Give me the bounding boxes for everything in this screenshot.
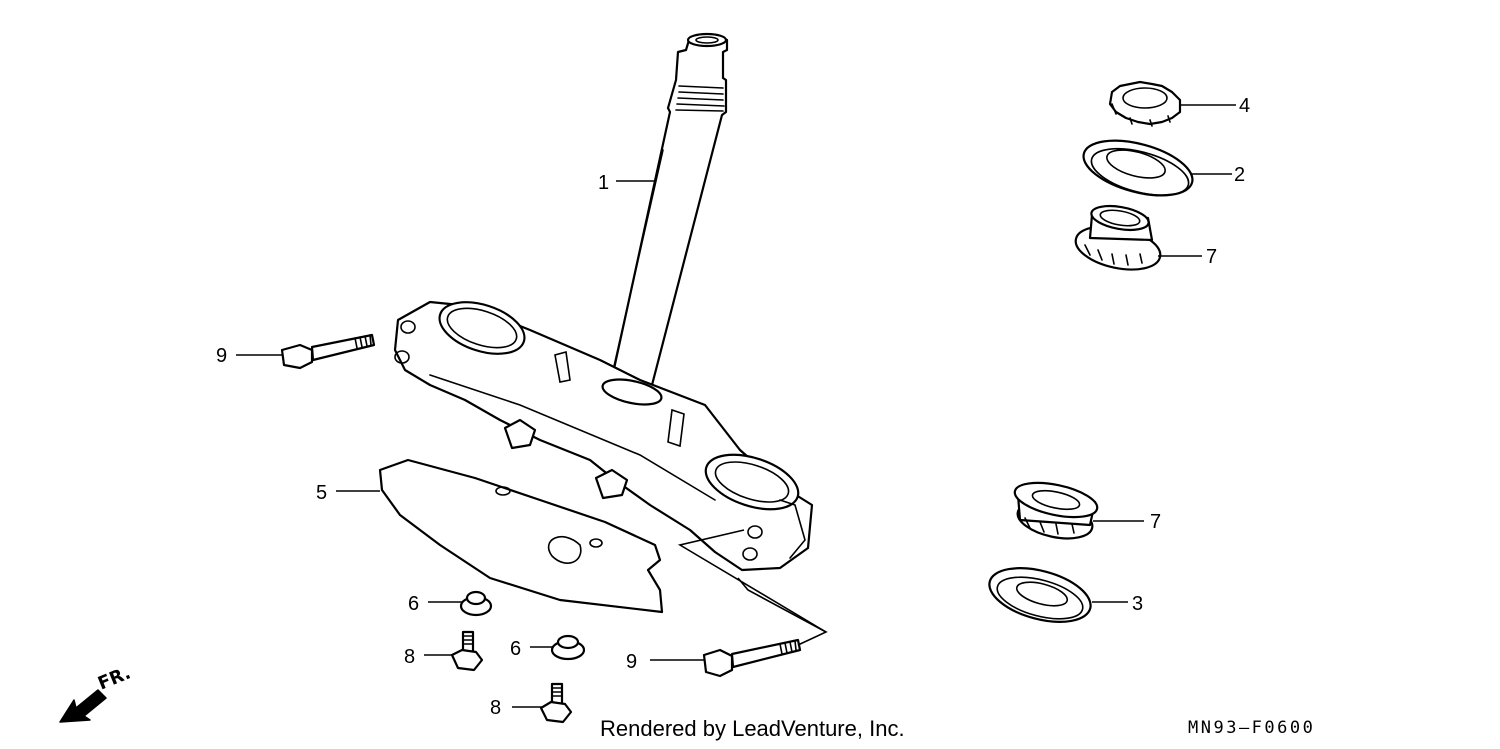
callout-4: 4 — [1239, 95, 1250, 117]
lock-nut-part-4[interactable] — [1108, 80, 1182, 127]
callout-6-a: 6 — [408, 593, 419, 615]
bolt-part-9-right[interactable] — [702, 638, 802, 678]
dust-seal-part-2[interactable] — [1078, 130, 1199, 205]
callout-8-b: 8 — [490, 697, 501, 719]
lower-triple-clamp[interactable] — [393, 293, 814, 572]
callout-9-left: 9 — [216, 345, 227, 367]
bearing-part-7-upper[interactable] — [1072, 202, 1164, 276]
bearing-part-7-lower[interactable] — [1012, 477, 1100, 545]
callout-7-upper: 7 — [1206, 246, 1217, 268]
callout-5: 5 — [316, 482, 327, 504]
callout-8-a: 8 — [404, 646, 415, 668]
callout-2: 2 — [1234, 164, 1245, 186]
callout-6-b: 6 — [510, 638, 521, 660]
bolt-part-8-b[interactable] — [539, 682, 573, 724]
bolt-part-9-left[interactable] — [280, 333, 376, 370]
render-credit: Rendered by LeadVenture, Inc. — [600, 716, 905, 741]
leader-lines — [236, 104, 1236, 708]
stem-cover-plate-part-5[interactable] — [378, 458, 664, 614]
steering-stem-part-1[interactable] — [610, 32, 729, 387]
callout-1: 1 — [598, 172, 609, 194]
callout-9-right: 9 — [626, 651, 637, 673]
diagram-code: MN93–F0600 — [1188, 718, 1316, 738]
bolt-part-8-a[interactable] — [450, 630, 484, 672]
nut-part-6-a[interactable] — [459, 590, 493, 617]
callout-3: 3 — [1132, 593, 1143, 615]
nut-part-6-b[interactable] — [550, 634, 586, 661]
front-direction-arrow-icon — [59, 689, 107, 723]
dust-seal-part-3[interactable] — [984, 558, 1097, 631]
callout-7-lower: 7 — [1150, 511, 1161, 533]
